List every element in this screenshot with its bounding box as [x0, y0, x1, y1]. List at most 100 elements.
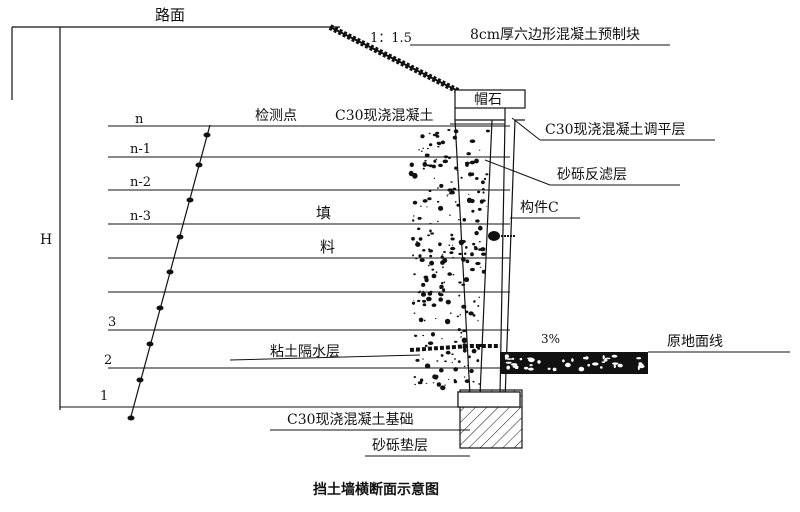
gravel-speck [424, 363, 431, 369]
gravel-speck [454, 166, 458, 170]
gravel-speck [458, 294, 461, 297]
gravel-speck [440, 140, 445, 145]
gravel-speck [459, 313, 461, 316]
gravel-speck [482, 191, 485, 194]
gravel-speck [439, 288, 442, 290]
drain-speck [587, 363, 590, 367]
gravel-speck [417, 299, 421, 303]
gravel-speck [468, 311, 474, 316]
gravel-speck [433, 159, 437, 163]
gravel-speck [440, 385, 446, 391]
gravel-speck [478, 225, 483, 231]
gravel-speck [461, 240, 466, 243]
gravel-speck [482, 199, 486, 202]
clay-layer-leader [229, 354, 421, 361]
gravel-speck [466, 152, 471, 156]
gravel-speck [414, 334, 418, 337]
gravel-speck [483, 177, 487, 181]
gravel-speck [474, 158, 479, 164]
gravel-speck [448, 244, 451, 246]
gravel-speck [473, 300, 476, 302]
clay-layer [409, 344, 500, 352]
gravel-speck [444, 318, 451, 325]
gravel-speck [467, 193, 470, 195]
gravel-speck [412, 200, 418, 205]
gravel-speck [438, 293, 444, 297]
gravel-speck [442, 266, 444, 269]
gravel-speck [420, 205, 422, 207]
gravel-speck [418, 317, 424, 323]
c30-leveling-label: C30现浇混凝土调平层 [545, 122, 686, 138]
gravel-speck [438, 242, 442, 247]
gravel-speck [418, 149, 421, 151]
drain-speck [505, 361, 512, 364]
gravel-speck [413, 215, 415, 217]
gravel-speck [411, 236, 415, 241]
gravel-speck [481, 269, 486, 274]
gravel-speck [473, 246, 477, 248]
gravel-speck [452, 135, 458, 140]
check-point-line [127, 124, 211, 421]
gravel-speck [485, 129, 490, 133]
gravel-speck [436, 141, 440, 145]
gravel-speck [442, 159, 448, 164]
layer-label-1: 1 [100, 389, 108, 404]
gravel-speck [456, 203, 461, 207]
drain-speck [617, 363, 623, 368]
check-point-label: 检测点 [255, 108, 297, 124]
gravel-speck [447, 194, 449, 195]
gravel-speck [477, 207, 482, 211]
gravel-speck [436, 134, 439, 136]
gravel-speck [436, 200, 440, 203]
gravel-speck [424, 277, 429, 283]
gravel-speck [472, 242, 476, 246]
gravel-speck [451, 353, 454, 356]
gravel-speck [435, 271, 438, 274]
gravel-speck [425, 382, 428, 384]
foundation-cap [457, 391, 521, 408]
gravel-speck [441, 282, 444, 285]
gravel-speck [435, 317, 437, 320]
gravel-speck [479, 266, 482, 268]
gravel-speck [413, 273, 416, 276]
gravel-speck [422, 290, 424, 292]
gravel-speck [427, 341, 434, 346]
gravel-speck [458, 281, 462, 284]
gravel-speck [475, 177, 479, 180]
drain-speck [537, 360, 541, 364]
gravel-speck [477, 320, 479, 322]
gravel-speck [415, 242, 421, 247]
gravel-speck [418, 237, 423, 241]
drain-speck [602, 355, 605, 360]
gravel-speck [428, 132, 431, 135]
gravel-speck [468, 355, 471, 359]
c30-concrete-label: C30现浇混凝土 [335, 108, 434, 124]
drain-speck [638, 362, 643, 365]
gravel-speck [450, 246, 456, 251]
drain-speck [506, 365, 511, 370]
gravel-speck [409, 162, 414, 168]
gravel-speck [478, 296, 481, 298]
gravel-speck [474, 231, 479, 236]
gravel-speck [478, 383, 481, 385]
gravel-speck [461, 304, 467, 309]
gravel-speck [429, 229, 432, 233]
gravel-speck [428, 264, 430, 267]
gravel-speck [416, 240, 418, 243]
gravel-speck [451, 362, 454, 363]
gravel-speck [450, 312, 452, 315]
gravel-speck [457, 360, 461, 363]
gravel-speck [431, 273, 437, 279]
gravel-speck [417, 216, 422, 220]
drain-speck [612, 362, 619, 365]
hex-blocks-label: 8cm厚六边形混凝土预制块 [470, 27, 640, 43]
gravel-speck [452, 274, 455, 276]
gravel-filter-label: 砂砾反滤层 [557, 167, 627, 183]
coping-stone-label: 帽石 [474, 92, 502, 108]
member-c-label: 构件C [520, 200, 559, 216]
gravel-speck [427, 197, 432, 201]
gravel-speck [438, 368, 444, 373]
drain-speck [604, 357, 611, 360]
gravel-speck [478, 248, 483, 251]
gravel-speck [408, 170, 414, 177]
